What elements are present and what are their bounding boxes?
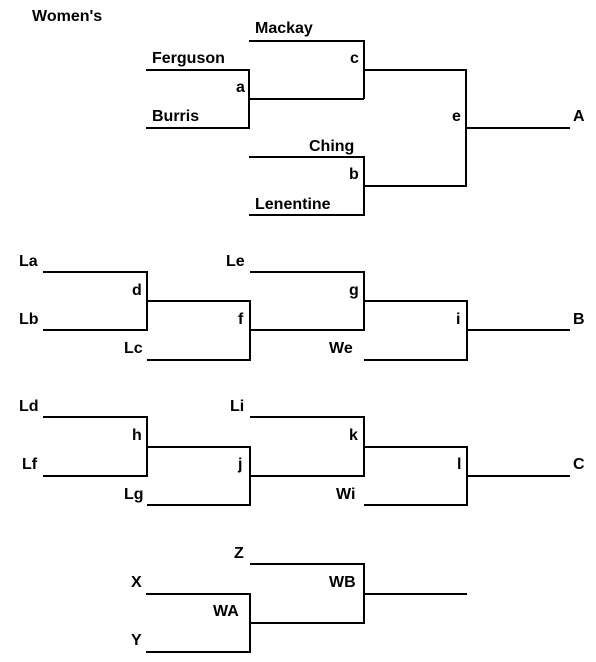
bracket-line-g-we-i [364,300,468,361]
player-label-lg: Lg [124,486,144,503]
bracket-line-wa-z-wb [250,563,365,624]
match-label-f: f [238,311,244,328]
bracket-group-3: Ld Lf Lg Li Wi h j k l C [19,398,585,506]
match-label-g: g [349,282,359,299]
match-label-i: i [456,311,460,328]
result-label-b: B [573,311,585,328]
bracket-line-ferguson-burris-a [146,69,364,129]
player-label-la: La [19,253,38,270]
match-label-e: e [452,108,461,125]
player-label-ching: Ching [309,138,354,155]
bracket-group-1: Mackay Ferguson Burris Ching Lenentine a… [146,20,585,216]
player-label-z: Z [234,545,244,562]
match-label-h: h [132,427,142,444]
bracket-line-k-wi-l [364,446,468,506]
player-label-mackay: Mackay [255,20,313,37]
match-label-wb: WB [329,574,356,591]
match-label-l: l [457,456,461,473]
player-label-lenentine: Lenentine [255,196,331,213]
bracket-line-ching-lenentine-b [249,156,365,216]
player-label-we: We [329,340,353,357]
player-label-x: X [131,574,142,591]
bracket-line-d-lc-f [147,300,251,361]
match-label-a: a [236,79,245,96]
bracket-line-c-e [364,69,467,187]
match-label-wa: WA [213,603,239,620]
player-label-burris: Burris [152,108,199,125]
bracket-line-mackay-c [249,40,365,99]
bracket-line-h-lg-j [147,446,251,506]
player-label-ld: Ld [19,398,39,415]
bracket-line-f-le-g [250,271,365,331]
match-label-c: c [350,50,359,67]
player-label-y: Y [131,632,142,649]
player-label-lf: Lf [22,456,38,473]
match-label-j: j [237,456,242,473]
player-label-ferguson: Ferguson [152,50,225,67]
player-label-lb: Lb [19,311,39,328]
match-label-d: d [132,282,142,299]
result-label-a: A [573,108,585,125]
bracket-group-4: Z X Y WA WB [131,545,467,653]
match-label-b: b [349,166,359,183]
player-label-le: Le [226,253,245,270]
player-label-wi: Wi [336,486,355,503]
bracket-line-ld-lf-h [43,416,148,477]
match-label-k: k [349,427,358,444]
result-label-c: C [573,456,585,473]
bracket-line-j-li-k [250,416,365,477]
bracket-group-2: La Lb Lc Le We d f g i B [19,253,585,361]
player-label-li: Li [230,398,244,415]
bracket-title: Women's [32,8,102,25]
bracket-line-la-lb-d [43,271,148,331]
player-label-lc: Lc [124,340,143,357]
